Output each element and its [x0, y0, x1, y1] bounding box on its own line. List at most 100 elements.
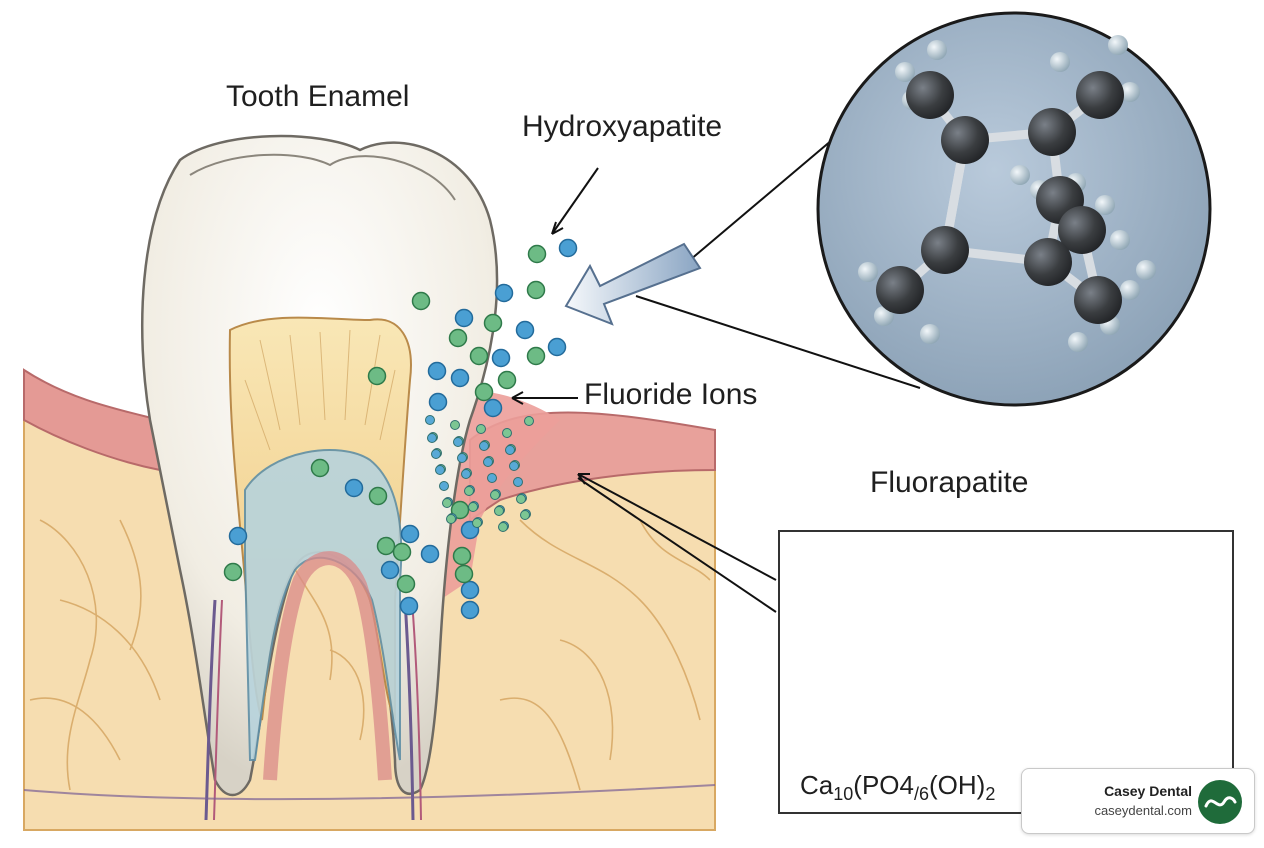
small-ion	[464, 486, 474, 496]
ion	[452, 546, 472, 566]
brand-badge[interactable]: Casey Dental caseydental.com	[1021, 768, 1255, 834]
ion	[454, 564, 474, 584]
small-ion	[520, 510, 530, 520]
ion	[400, 524, 420, 544]
small-ion	[516, 494, 526, 504]
ion	[427, 361, 447, 381]
carbon-atom	[1076, 71, 1124, 119]
ion	[460, 600, 480, 620]
ion	[497, 370, 517, 390]
carbon-atom	[1058, 206, 1106, 254]
small-ion	[435, 465, 445, 475]
carbon-atom	[1024, 238, 1072, 286]
small-ion	[505, 445, 515, 455]
ion	[367, 366, 387, 386]
hydroxyapatite-arrow	[564, 242, 702, 326]
small-ion	[427, 433, 437, 443]
carbon-atom	[1074, 276, 1122, 324]
formula-sub-2: 2	[985, 784, 996, 805]
carbon-atom	[1028, 108, 1076, 156]
small-ion	[524, 416, 534, 426]
formula-oh: (OH)	[928, 770, 986, 800]
hydroxyapatite-magnified-view	[816, 11, 1212, 407]
small-ion	[479, 441, 489, 451]
small-ion	[457, 453, 467, 463]
ion	[448, 328, 468, 348]
small-ion	[487, 473, 497, 483]
small-ion	[439, 481, 449, 491]
ion	[411, 291, 431, 311]
small-ion	[453, 437, 463, 447]
ion	[344, 478, 364, 498]
hydroxyapatite-molecule	[858, 35, 1156, 352]
carbon-atom	[876, 266, 924, 314]
small-ion	[431, 449, 441, 459]
ion	[223, 562, 243, 582]
small-ion	[425, 415, 435, 425]
ion	[527, 244, 547, 264]
small-ion	[494, 506, 504, 516]
hydrogen-atom	[1136, 260, 1156, 280]
label-fluorapatite: Fluorapatite	[870, 466, 1029, 499]
ion-cluster	[223, 238, 578, 620]
ion	[469, 346, 489, 366]
hydrogen-atom	[1108, 35, 1128, 55]
small-ion	[483, 457, 493, 467]
small-ion	[472, 518, 482, 528]
hydrogen-atom	[1010, 165, 1030, 185]
small-ion	[450, 420, 460, 430]
small-ion	[446, 514, 456, 524]
ion	[483, 398, 503, 418]
fluorapatite-box	[778, 530, 1234, 814]
label-fluoride-ions: Fluoride Ions	[584, 378, 758, 411]
hydrogen-atom	[895, 62, 915, 82]
ion	[494, 283, 514, 303]
ion	[428, 392, 448, 412]
ion	[474, 382, 494, 402]
chemical-formula: Ca10(PO4/6(OH)2	[800, 770, 995, 805]
ion	[450, 500, 470, 520]
small-ion	[442, 498, 452, 508]
hydrogen-atom	[1095, 195, 1115, 215]
small-ion	[468, 502, 478, 512]
formula-ca: Ca	[800, 770, 834, 800]
hydrogen-atom	[1120, 82, 1140, 102]
label-hydroxyapatite: Hydroxyapatite	[522, 110, 723, 143]
ion	[420, 544, 440, 564]
ion	[526, 346, 546, 366]
brand-name: Casey Dental	[1104, 783, 1192, 799]
pointer-lines	[511, 139, 921, 613]
small-ion	[498, 522, 508, 532]
small-ion	[513, 477, 523, 487]
hydrogen-atom	[1050, 52, 1070, 72]
formula-sub-6: /6	[913, 784, 929, 805]
ion	[380, 560, 400, 580]
ion	[376, 536, 396, 556]
hydrogen-atom	[927, 40, 947, 60]
hydrogen-atom	[1068, 332, 1088, 352]
hydrogen-atom	[920, 324, 940, 344]
brand-logo-icon	[1198, 780, 1242, 824]
ion	[450, 368, 470, 388]
formula-sub-10: 10	[833, 784, 854, 805]
brand-url[interactable]: caseydental.com	[1094, 803, 1192, 818]
ion	[515, 320, 535, 340]
ion	[392, 542, 412, 562]
hydrogen-atom	[858, 262, 878, 282]
hydrogen-atom	[1110, 230, 1130, 250]
carbon-atom	[921, 226, 969, 274]
ion	[460, 580, 480, 600]
formula-po4: (PO4	[853, 770, 914, 800]
small-ion	[490, 490, 500, 500]
ion	[396, 574, 416, 594]
ion	[547, 337, 567, 357]
small-ion	[502, 428, 512, 438]
small-ion	[509, 461, 519, 471]
ion	[526, 280, 546, 300]
ion	[228, 526, 248, 546]
small-ion	[476, 424, 486, 434]
ion	[454, 308, 474, 328]
carbon-atom	[906, 71, 954, 119]
ion	[310, 458, 330, 478]
ion	[558, 238, 578, 258]
